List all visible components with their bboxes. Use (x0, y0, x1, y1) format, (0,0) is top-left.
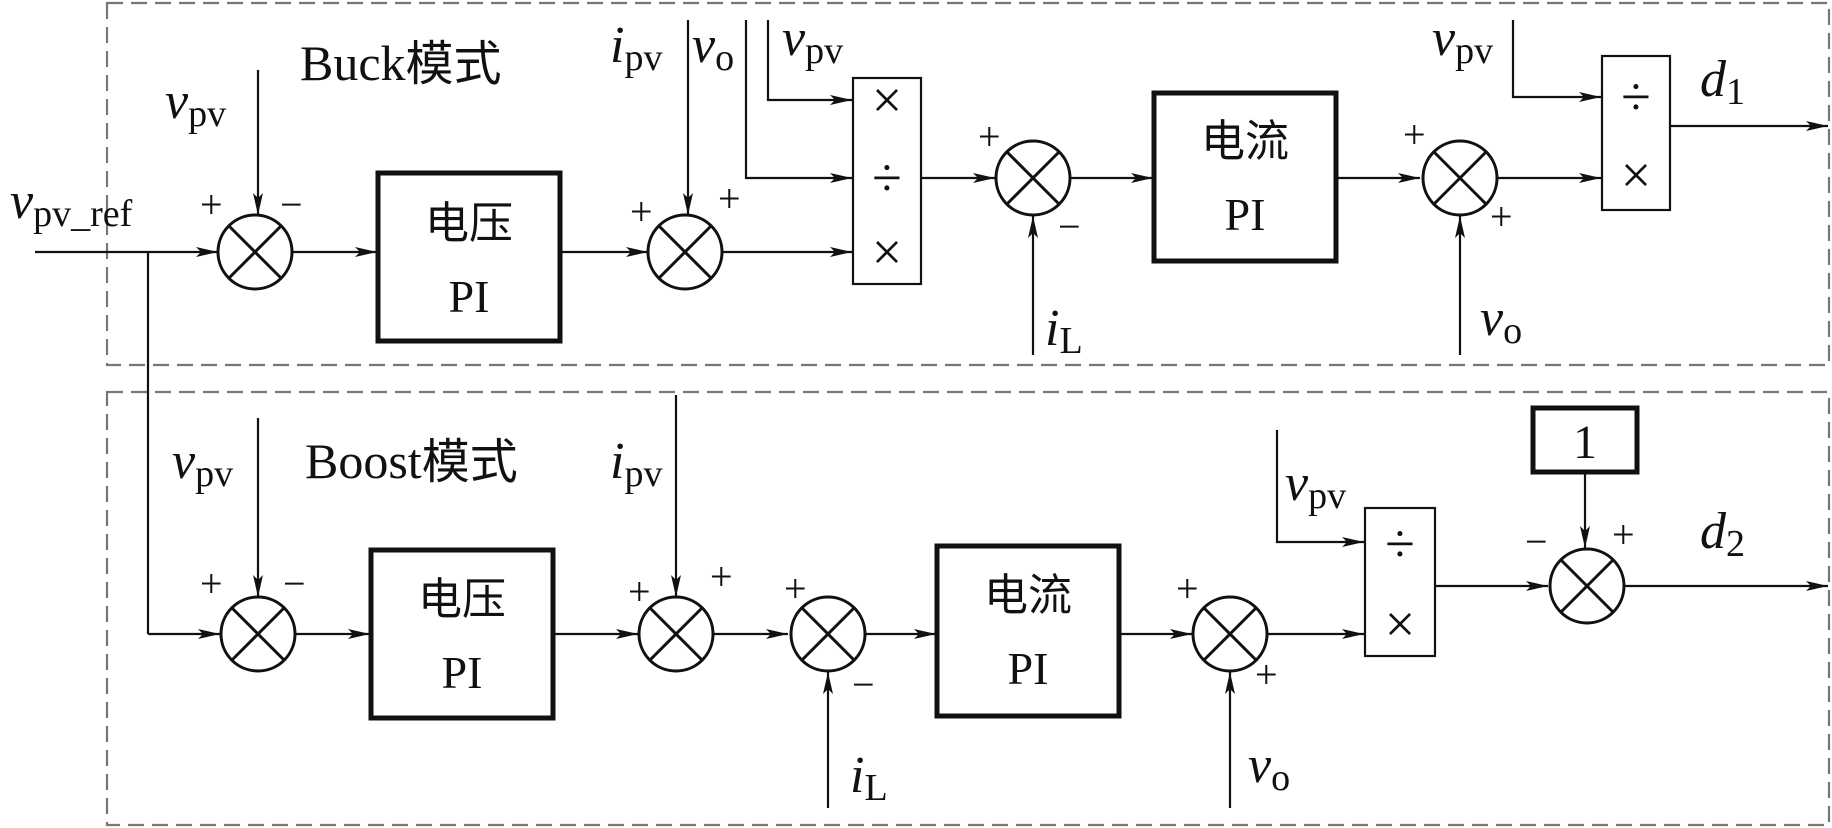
buck-sum2-plus-right: + (718, 176, 741, 221)
buck-iL-label: iL (1045, 300, 1083, 362)
buck-div-top: ÷ (1621, 67, 1651, 127)
boost-current-pi-label-1: 电流 (984, 570, 1072, 621)
boost-sum1-minus: − (283, 561, 306, 606)
boost-current-pi-label-2: PI (1008, 643, 1049, 694)
boost-sum1-plus: + (200, 561, 223, 606)
buck-current-pi-block (1151, 90, 1339, 264)
buck-voltage-pi-label-2: PI (449, 271, 490, 322)
boost-sum-junction-5 (1548, 547, 1626, 625)
boost-region-border (105, 390, 1831, 827)
buck-muldiv-top: × (872, 70, 902, 130)
boost-voltage-pi-label-1: 电压 (418, 574, 506, 625)
buck-muldiv-mid: ÷ (872, 148, 902, 208)
boost-current-pi-block (934, 543, 1122, 719)
boost-constant-label: 1 (1573, 416, 1597, 469)
boost-div-bot: × (1385, 594, 1415, 654)
buck-sum4-plus-top: + (1403, 112, 1426, 157)
boost-voltage-pi-block (368, 547, 556, 721)
buck-input-ref-label: vpv_ref (10, 173, 133, 235)
buck-vo-top-label: vo (692, 17, 734, 79)
boost-sum-junction-1 (219, 595, 297, 673)
buck-vo-bottom-label: vo (1480, 290, 1522, 352)
buck-voltage-pi-label-1: 电压 (425, 198, 513, 249)
boost-vpv2-label: vpv (1285, 455, 1346, 517)
boost-sum2-plus-right: + (710, 554, 733, 599)
boost-vpv2-line (1275, 430, 1364, 547)
buck-sum-junction-2 (646, 213, 724, 291)
buck-current-pi-label-2: PI (1225, 189, 1266, 240)
buck-muldiv-block (851, 76, 923, 286)
boost-div-top: ÷ (1385, 514, 1415, 574)
buck-ipv-label: ipv (610, 17, 662, 79)
buck-vpv2-line (766, 20, 852, 105)
boost-sum2-plus-left: + (628, 569, 651, 614)
boost-sum5-plus: + (1612, 512, 1635, 557)
boost-div-block (1363, 506, 1437, 658)
boost-sum4-plus-top: + (1176, 566, 1199, 611)
buck-vpv3-label: vpv (1432, 10, 1493, 72)
buck-voltage-pi-block (375, 170, 563, 344)
buck-sum2-plus-left: + (630, 189, 653, 234)
buck-section: Buck模式 vpv_ref vpv + − 电压 PI ipv + + (10, 10, 1828, 634)
buck-current-pi-label-1: 电流 (1201, 116, 1289, 167)
boost-iL-label: iL (850, 747, 888, 809)
boost-voltage-pi-label-2: PI (442, 647, 483, 698)
buck-muldiv-bot: × (872, 222, 902, 282)
buck-output-label: d1 (1700, 51, 1745, 113)
buck-sum4-plus-bottom: + (1490, 194, 1513, 239)
boost-output-label: d2 (1700, 503, 1745, 565)
buck-sum3-minus: − (1058, 204, 1081, 249)
boost-sum3-plus: + (784, 566, 807, 611)
buck-div-block (1600, 54, 1672, 212)
boost-vpv-label: vpv (172, 433, 233, 495)
buck-div-bot: × (1621, 145, 1651, 205)
buck-sum1-minus: − (280, 182, 303, 227)
boost-sum4-plus-bottom: + (1255, 652, 1278, 697)
buck-sum1-plus: + (200, 182, 223, 227)
buck-vpv2-label: vpv (782, 10, 843, 72)
boost-sum3-minus: − (852, 662, 875, 707)
buck-region-border (105, 1, 1831, 367)
boost-ipv-label: ipv (610, 433, 662, 495)
buck-vo-top-line (744, 20, 852, 183)
buck-sum-junction-4 (1421, 139, 1499, 217)
boost-sum5-minus: − (1525, 519, 1548, 564)
boost-section: Boost模式 vpv + − 电压 PI ipv + + + − iL (148, 395, 1828, 809)
buck-mode-title: Buck模式 (300, 35, 502, 92)
buck-vpv3-line (1511, 20, 1601, 102)
buck-sum3-plus: + (978, 114, 1001, 159)
buck-vpv-label: vpv (165, 73, 226, 135)
boost-vo-label: vo (1248, 737, 1290, 799)
boost-mode-title: Boost模式 (305, 433, 518, 490)
